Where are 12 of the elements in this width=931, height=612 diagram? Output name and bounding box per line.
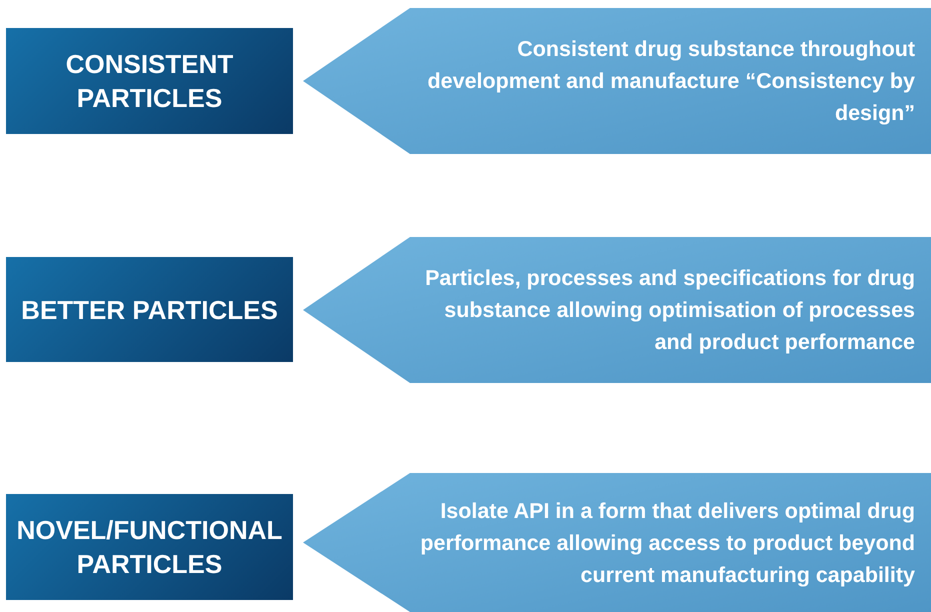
arrow-shape	[303, 8, 931, 154]
arrow-shape	[303, 237, 931, 383]
description-text: Consistent drug substance throughout development and manufacture “Consistency by design”	[426, 36, 915, 127]
arrow-shape	[303, 473, 931, 612]
category-box	[6, 28, 293, 134]
category-title: CONSISTENT PARTICLES	[64, 48, 234, 115]
category-box	[6, 257, 293, 362]
category-box	[6, 494, 293, 600]
category-title: BETTER PARTICLES	[20, 294, 279, 326]
category-title: NOVEL/FUNCTIONAL PARTICLES	[16, 514, 284, 581]
description-text: Isolate API in a form that delivers optimal drug performance allowing access to product beyond current manufacturing capability	[419, 498, 915, 588]
description-text: Particles, processes and specifications for drug substance allowing optimisation of processes and product performance	[424, 265, 915, 356]
